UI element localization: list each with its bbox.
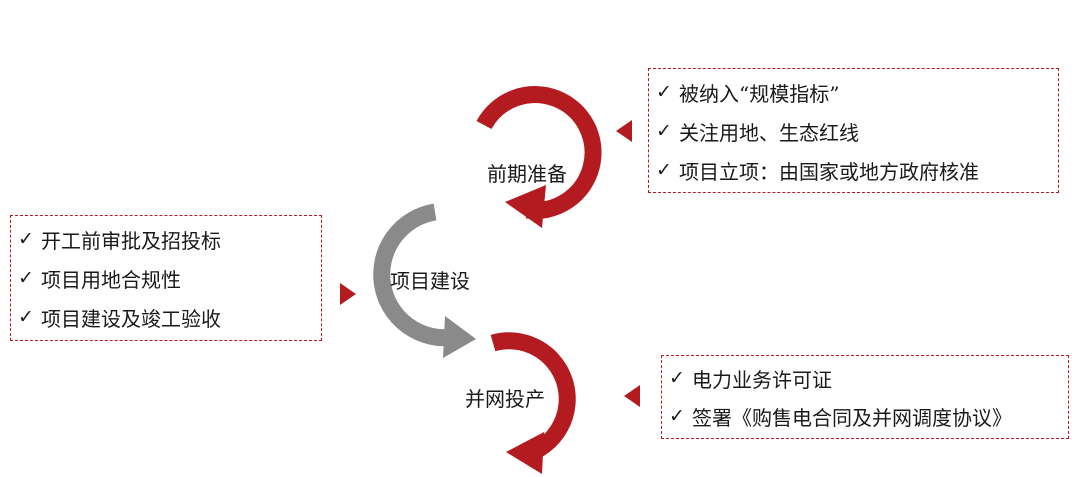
check-icon: ✓ — [669, 367, 685, 389]
check-icon: ✓ — [656, 81, 672, 103]
requirement-text: 被纳入“规模指标” — [679, 81, 840, 106]
check-icon: ✓ — [656, 120, 672, 142]
list-item: ✓ 被纳入“规模指标” — [649, 75, 1058, 109]
check-icon: ✓ — [18, 267, 34, 289]
requirements-box-preparation: ✓ 被纳入“规模指标” ✓ 关注用地、生态红线 ✓ 项目立项：由国家或地方政府核… — [648, 68, 1059, 193]
stage-arrowhead-grid-connection — [506, 432, 544, 474]
pointer-triangle-grid-connection — [624, 385, 640, 407]
stage-arrowhead-construction — [443, 316, 476, 358]
requirements-box-grid-connection: ✓ 电力业务许可证 ✓ 签署《购售电合同及并网调度协议》 — [661, 355, 1069, 439]
check-icon: ✓ — [656, 159, 672, 181]
stage-arrowhead-preparation — [505, 185, 546, 228]
requirement-text: 开工前审批及招投标 — [41, 228, 221, 253]
requirement-text: 关注用地、生态红线 — [679, 120, 859, 145]
list-item: ✓ 关注用地、生态红线 — [649, 114, 1058, 148]
check-icon: ✓ — [18, 306, 34, 328]
stage-arc-construction — [373, 203, 457, 347]
list-item: ✓ 项目用地合规性 — [11, 261, 321, 295]
pointer-triangle-preparation — [616, 120, 632, 142]
check-icon: ✓ — [669, 405, 685, 427]
stage-arc-grid-connection — [490, 332, 576, 464]
requirement-text: 项目用地合规性 — [41, 267, 181, 292]
pointer-triangle-construction — [340, 283, 356, 305]
stage-label-grid-connection: 并网投产 — [465, 387, 545, 411]
list-item: ✓ 签署《购售电合同及并网调度协议》 — [662, 399, 1068, 433]
stage-arc-preparation — [476, 86, 602, 220]
requirements-box-construction: ✓ 开工前审批及招投标 ✓ 项目用地合规性 ✓ 项目建设及竣工验收 — [10, 215, 322, 341]
list-item: ✓ 项目立项：由国家或地方政府核准 — [649, 153, 1058, 187]
list-item: ✓ 开工前审批及招投标 — [11, 222, 321, 256]
check-icon: ✓ — [18, 228, 34, 250]
list-item: ✓ 电力业务许可证 — [662, 361, 1068, 395]
requirement-text: 项目建设及竣工验收 — [41, 306, 221, 331]
list-item: ✓ 项目建设及竣工验收 — [11, 300, 321, 334]
requirement-text: 电力业务许可证 — [692, 367, 832, 392]
stage-label-preparation: 前期准备 — [487, 162, 567, 186]
requirement-text: 签署《购售电合同及并网调度协议》 — [692, 405, 1012, 430]
stage-label-construction: 项目建设 — [390, 269, 470, 293]
requirement-text: 项目立项：由国家或地方政府核准 — [679, 159, 979, 184]
